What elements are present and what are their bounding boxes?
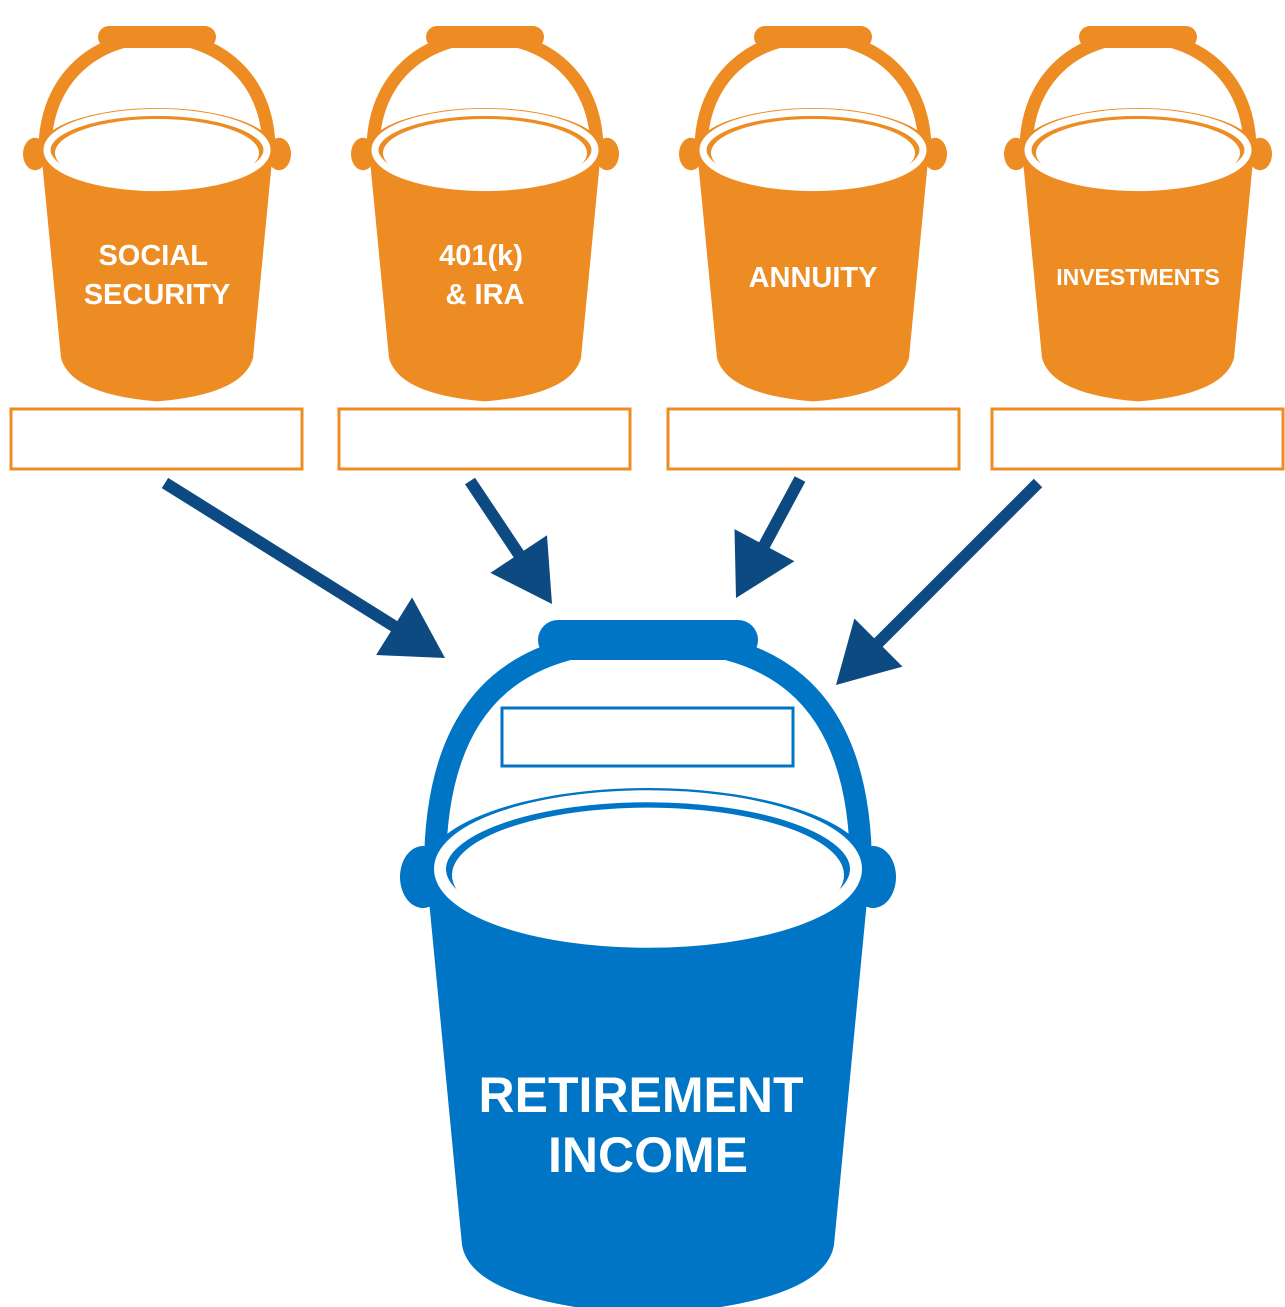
amount-input-401k-ira[interactable] — [337, 407, 632, 471]
bucket-401k-ira: 401(k) & IRA — [351, 26, 619, 402]
bucket-icon — [679, 26, 947, 402]
bucket-opening — [452, 807, 844, 943]
bucket-body — [41, 150, 273, 402]
bucket-opening — [383, 119, 587, 187]
bucket-body — [697, 150, 929, 402]
amount-input-annuity[interactable] — [666, 407, 961, 471]
bucket-label-annuity: ANNUITY — [749, 262, 878, 294]
arrow-shape — [734, 476, 806, 598]
arrow-shape — [836, 478, 1043, 685]
arrow-icon — [836, 478, 1043, 685]
arrow-icon — [734, 476, 806, 598]
amount-input-retirement-income[interactable] — [500, 706, 795, 768]
bucket-body — [1022, 150, 1254, 402]
bucket-social-security: SOCIAL SECURITY — [23, 26, 291, 402]
bucket-body — [369, 150, 601, 402]
bucket-investments: INVESTMENTS — [1004, 26, 1272, 402]
arrow-shape — [465, 477, 552, 604]
bucket-annuity: ANNUITY — [679, 26, 947, 402]
bucket-label-investments: INVESTMENTS — [1056, 264, 1220, 290]
bucket-rim-highlight — [1024, 108, 1252, 192]
bucket-handle-grip — [98, 26, 216, 48]
bucket-retirement-income: RETIREMENT INCOME — [400, 620, 896, 1307]
arrow-shape — [161, 477, 446, 658]
bucket-opening — [1036, 119, 1240, 187]
bucket-label-401k-ira: 401(k) & IRA — [439, 240, 531, 311]
bucket-icon — [351, 26, 619, 402]
amount-input-investments[interactable] — [990, 407, 1285, 471]
bucket-body — [426, 869, 870, 1307]
bucket-rim-highlight — [699, 108, 927, 192]
bucket-opening — [55, 119, 259, 187]
arrow-icon — [465, 477, 552, 604]
bucket-opening — [711, 119, 915, 187]
bucket-icon — [23, 26, 291, 402]
bucket-label-retirement-income: RETIREMENT INCOME — [479, 1067, 818, 1183]
amount-input-social-security[interactable] — [9, 407, 304, 471]
bucket-label-social-security: SOCIAL SECURITY — [84, 240, 231, 311]
bucket-rim-highlight — [43, 108, 271, 192]
bucket-icon — [1004, 26, 1272, 402]
bucket-handle-grip — [1079, 26, 1197, 48]
bucket-icon — [400, 620, 896, 1307]
bucket-rim-highlight — [371, 108, 599, 192]
bucket-handle-grip — [538, 620, 758, 660]
bucket-handle-grip — [754, 26, 872, 48]
arrow-icon — [161, 477, 446, 658]
bucket-handle-grip — [426, 26, 544, 48]
